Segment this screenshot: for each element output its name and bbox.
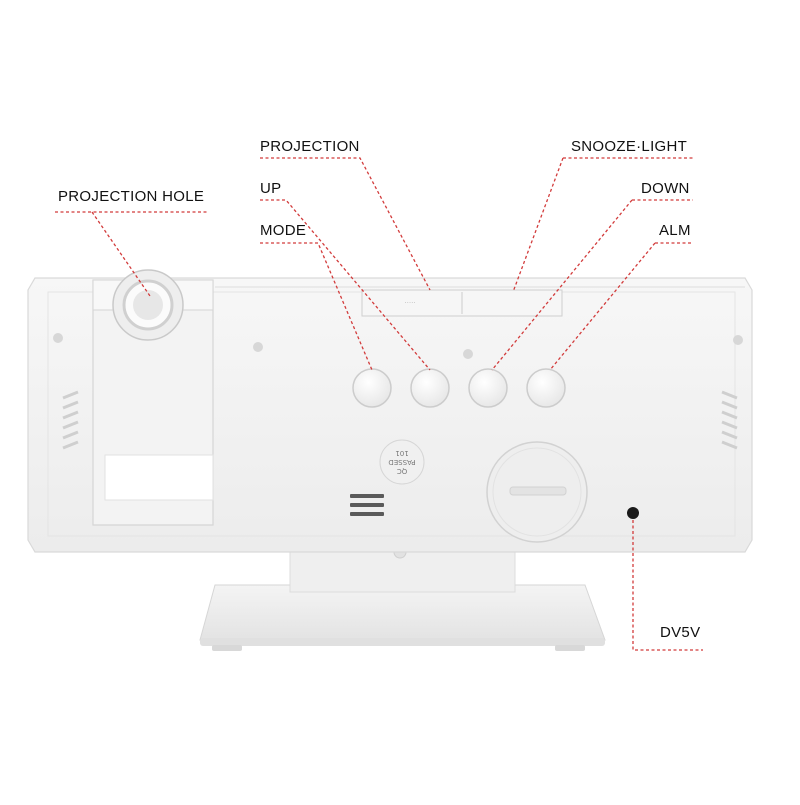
stamp-line-1: QC: [397, 467, 408, 475]
label-dv5v: DV5V: [660, 624, 701, 641]
leader-projection-hole: [55, 211, 208, 297]
leader-alm: [549, 242, 693, 371]
leader-mode: [260, 242, 373, 371]
label-up: UP: [260, 180, 282, 197]
stamp-line-3: 101: [395, 449, 408, 457]
qc-passed-stamp: QC PASSED 101: [379, 439, 425, 485]
left-vent: [62, 390, 79, 450]
battery-cover[interactable]: [486, 441, 588, 543]
label-projection: PROJECTION: [260, 138, 360, 155]
label-projection-hole: PROJECTION HOLE: [58, 188, 205, 205]
speaker-grille: [350, 494, 384, 516]
leader-projection: [260, 157, 431, 291]
leader-snooze-light: [512, 157, 693, 293]
label-snooze-light: SNOOZE·LIGHT: [571, 138, 688, 155]
mode-button[interactable]: [352, 368, 392, 408]
base-stand: [199, 545, 606, 651]
leader-lines: [55, 157, 703, 651]
button-row: [352, 368, 566, 408]
up-button[interactable]: [410, 368, 450, 408]
svg-text:·····: ·····: [404, 298, 415, 306]
label-down: DOWN: [641, 180, 690, 197]
leader-down: [491, 199, 693, 371]
label-mode: MODE: [260, 222, 307, 239]
label-alm: ALM: [659, 222, 691, 239]
down-button[interactable]: [468, 368, 508, 408]
right-vent: [721, 390, 738, 450]
leader-dv5v: [632, 520, 703, 651]
stamp-line-2: PASSED: [388, 458, 415, 466]
projector-arm: [92, 269, 214, 526]
dc-power-jack[interactable]: [627, 507, 639, 519]
alm-button[interactable]: [526, 368, 566, 408]
